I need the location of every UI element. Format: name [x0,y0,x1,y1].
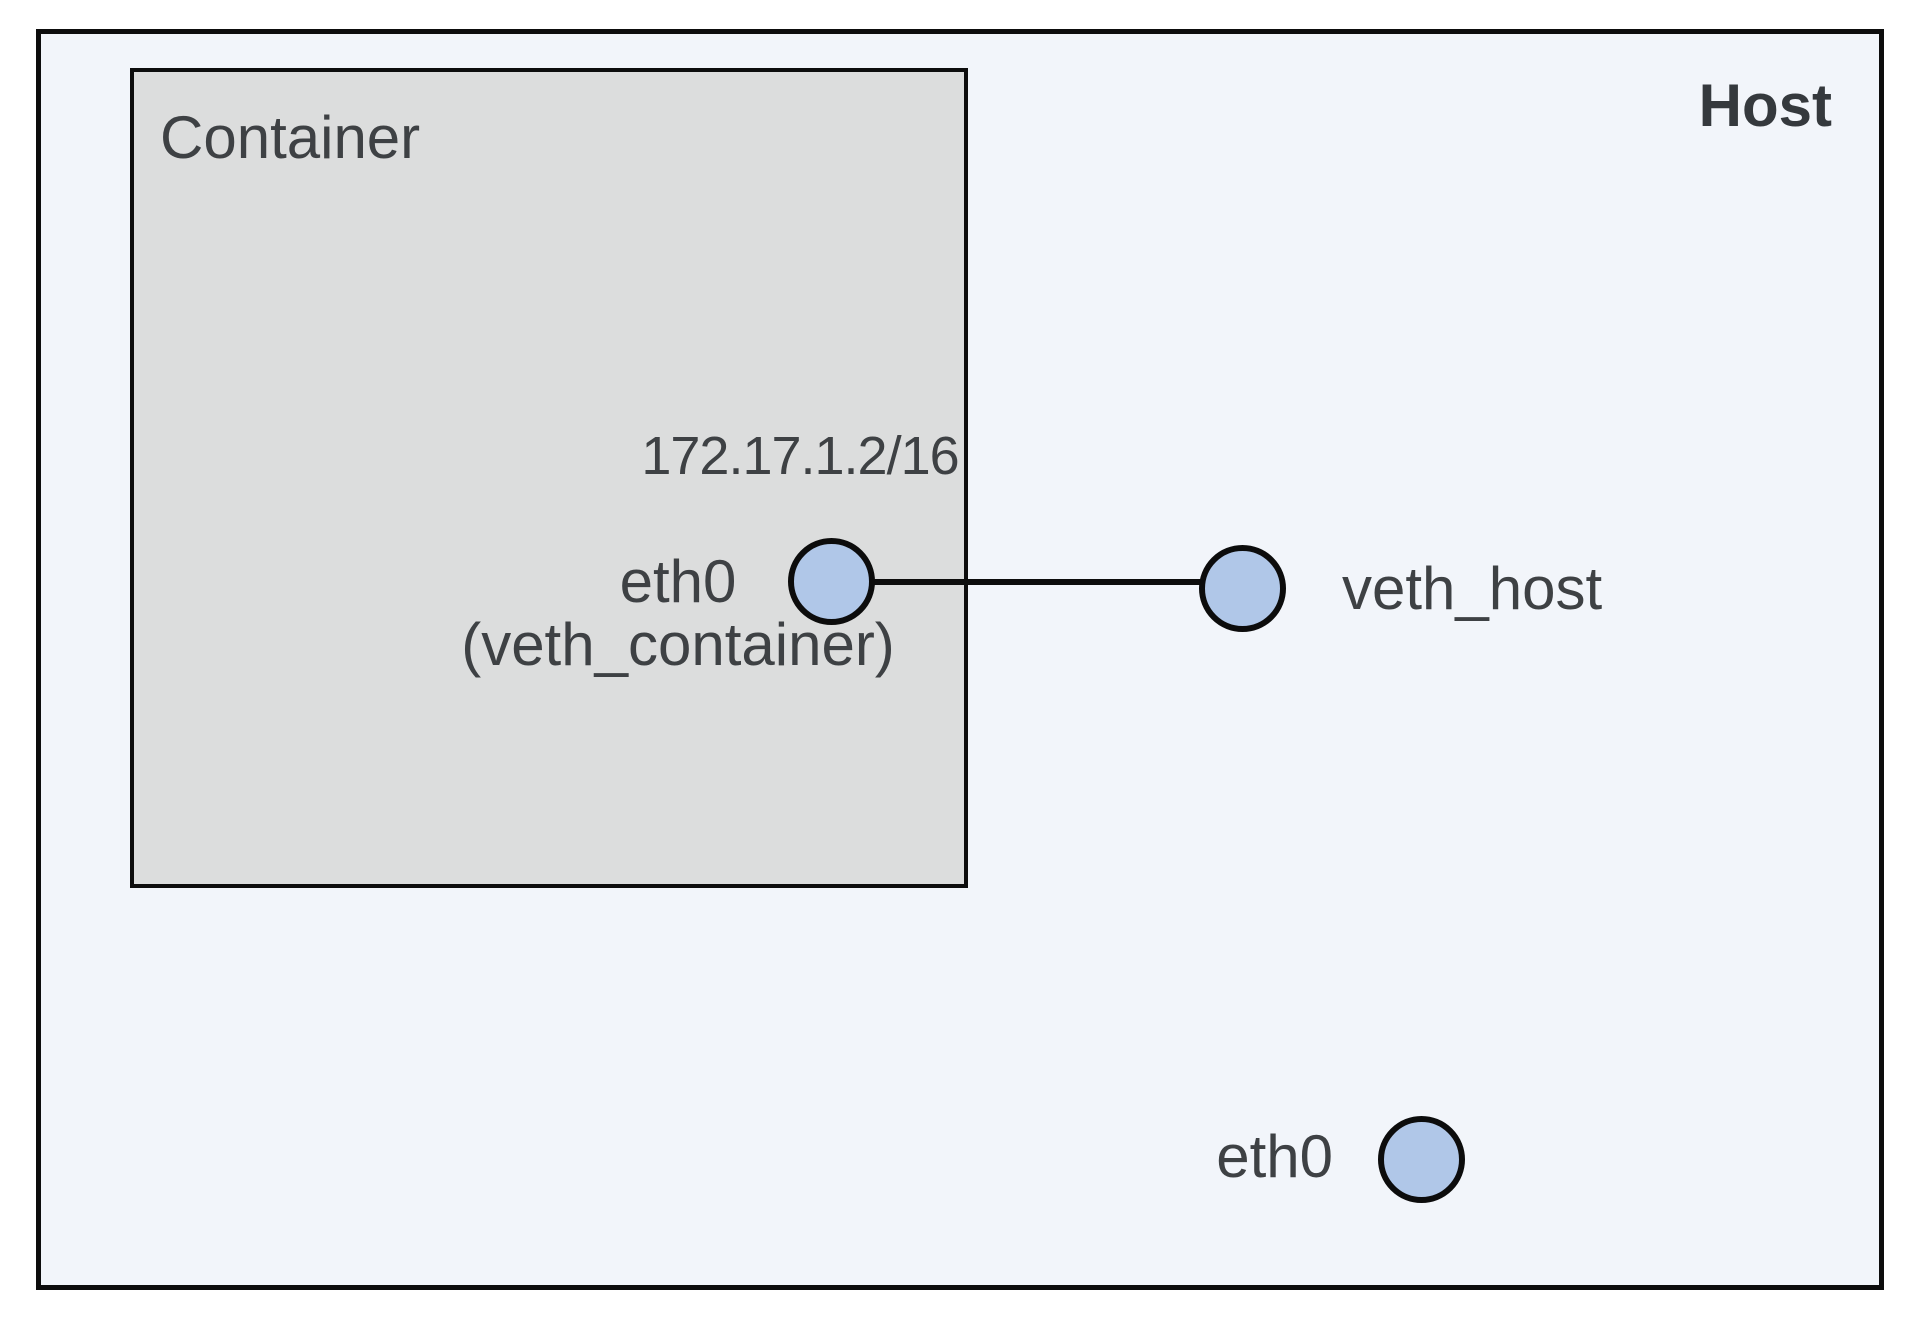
veth-host-label: veth_host [1342,555,1603,622]
host-label: Host [1698,72,1832,139]
veth-pair-link [832,579,1243,585]
veth-container-name: eth0 [619,548,737,615]
host-eth0-label: eth0 [1216,1123,1333,1190]
container-box [130,68,968,888]
container-label: Container [160,104,421,171]
ip-address-label: 172.17.1.2/16 [641,426,959,486]
veth-host-node [1199,545,1286,632]
host-eth0-node [1378,1116,1465,1203]
veth-container-node [788,538,875,625]
